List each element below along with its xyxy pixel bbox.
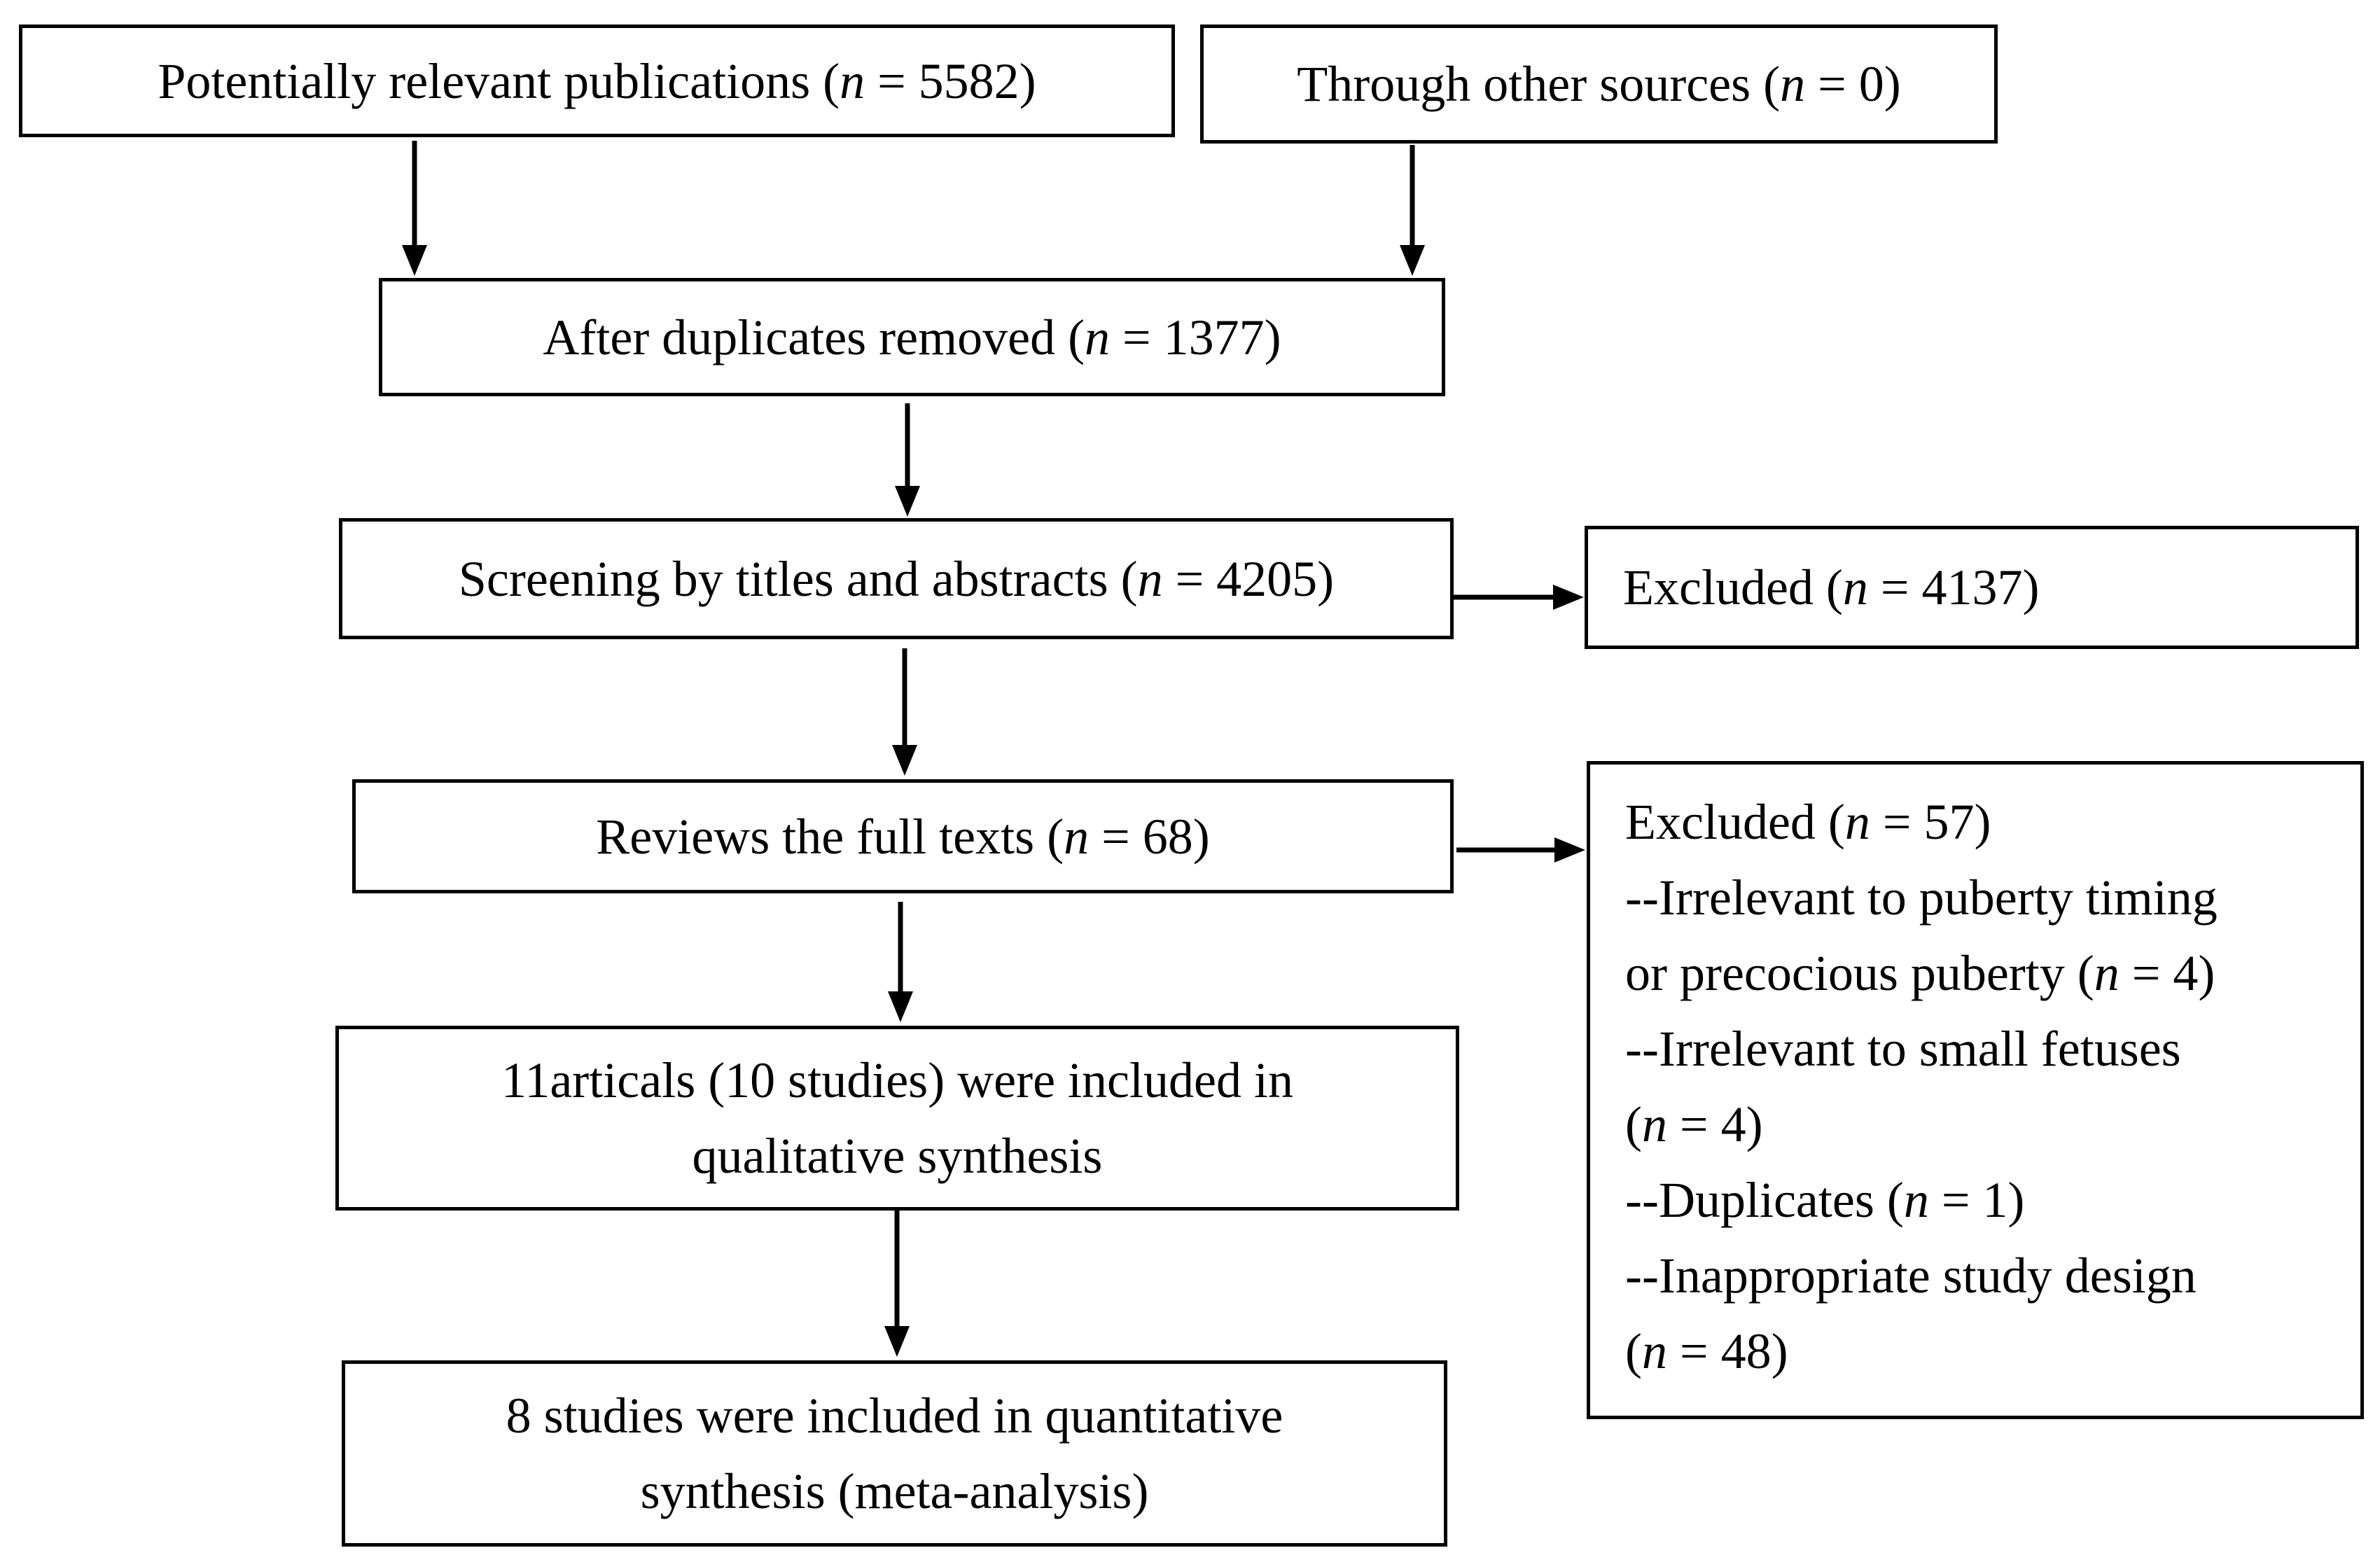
reason-duplicates-line1: --Duplicates (n = 1) <box>1625 1162 2360 1238</box>
text-part: or precocious puberty ( <box>1625 945 2094 1001</box>
text-part: = 0) <box>1805 56 1901 112</box>
text-part: Potentially relevant publications ( <box>158 53 840 109</box>
reason-puberty-line1: --Irrelevant to puberty timing <box>1625 870 2218 926</box>
reason-fetuses-line2: (n = 4) <box>1625 1087 2360 1162</box>
text-part: --Duplicates ( <box>1625 1172 1904 1228</box>
text-part: = 4205) <box>1162 550 1335 607</box>
reason-design-line2: (n = 48) <box>1625 1313 2360 1389</box>
excluded-fulltext-box: Excluded (n = 57) --Irrelevant to pubert… <box>1587 761 2364 1419</box>
arrow-screening-to-excluded <box>1454 585 1584 610</box>
text-part: ( <box>1625 1323 1642 1379</box>
n-symbol: n <box>1844 794 1870 850</box>
text-part: = 1) <box>1928 1172 2025 1228</box>
text-part: = 4137) <box>1867 559 2040 615</box>
n-symbol: n <box>1780 56 1806 112</box>
arrow-other-sources-to-duplicates <box>1400 145 1425 276</box>
arrow-fulltext-to-qualitative <box>888 902 913 1022</box>
potentially-relevant-box: Potentially relevant publications (n = 5… <box>19 25 1175 137</box>
text-part: After duplicates removed ( <box>543 309 1085 365</box>
text-part: = 68) <box>1089 808 1210 865</box>
text-part: = 57) <box>1870 794 1991 850</box>
arrow-publications-to-duplicates <box>402 141 427 276</box>
text-part: = 48) <box>1666 1323 1788 1379</box>
text-part: = 5582) <box>865 53 1036 109</box>
text-part: Through other sources ( <box>1297 56 1781 112</box>
other-sources-text: Through other sources (n = 0) <box>1297 46 1900 122</box>
text-part: Excluded ( <box>1625 794 1845 850</box>
full-texts-text: Reviews the full texts (n = 68) <box>596 799 1209 874</box>
excluded-fulltext-heading: Excluded (n = 57) <box>1625 784 2360 860</box>
n-symbol: n <box>1641 1096 1667 1152</box>
text-part: Reviews the full texts ( <box>596 808 1064 865</box>
quantitative-line1: 8 studies were included in quantitative <box>506 1388 1283 1444</box>
quantitative-line2: synthesis (meta-analysis) <box>640 1463 1149 1519</box>
qualitative-line1: 11articals (10 studies) were included in <box>501 1052 1293 1108</box>
screening-box: Screening by titles and abstracts (n = 4… <box>339 518 1454 639</box>
n-symbol: n <box>1641 1323 1667 1379</box>
arrow-fulltext-to-excluded <box>1456 837 1585 863</box>
screening-text: Screening by titles and abstracts (n = 4… <box>459 541 1334 617</box>
arrow-qualitative-to-quantitative <box>884 1210 910 1357</box>
text-part: = 1377) <box>1110 309 1281 365</box>
n-symbol: n <box>1903 1172 1929 1228</box>
n-symbol: n <box>1137 550 1163 607</box>
arrow-screening-to-fulltext <box>892 648 917 776</box>
n-symbol: n <box>2094 945 2120 1001</box>
arrow-duplicates-to-screening <box>895 403 920 517</box>
after-duplicates-text: After duplicates removed (n = 1377) <box>543 300 1281 375</box>
text-part: = 4) <box>1666 1096 1763 1152</box>
text-part: Excluded ( <box>1623 559 1843 615</box>
qualitative-box: 11articals (10 studies) were included in… <box>335 1026 1459 1211</box>
potentially-relevant-text: Potentially relevant publications (n = 5… <box>158 43 1036 119</box>
text-part: ( <box>1625 1096 1642 1152</box>
qualitative-line2: qualitative synthesis <box>692 1128 1103 1184</box>
reason-design-line1: --Inappropriate study design <box>1625 1248 2197 1304</box>
reason-fetuses-line1: --Irrelevant to small fetuses <box>1625 1021 2181 1077</box>
n-symbol: n <box>1064 808 1090 865</box>
text-part: Screening by titles and abstracts ( <box>458 550 1138 607</box>
text-part: = 4) <box>2119 945 2215 1001</box>
reason-puberty-line2: or precocious puberty (n = 4) <box>1625 935 2360 1011</box>
n-symbol: n <box>1085 309 1111 365</box>
n-symbol: n <box>1842 559 1868 615</box>
quantitative-box: 8 studies were included in quantitative … <box>342 1360 1447 1547</box>
excluded-screening-text: Excluded (n = 4137) <box>1623 550 2039 625</box>
excluded-screening-box: Excluded (n = 4137) <box>1585 526 2359 649</box>
n-symbol: n <box>840 53 865 109</box>
after-duplicates-box: After duplicates removed (n = 1377) <box>379 278 1445 396</box>
full-texts-box: Reviews the full texts (n = 68) <box>352 779 1454 893</box>
other-sources-box: Through other sources (n = 0) <box>1200 25 1998 144</box>
